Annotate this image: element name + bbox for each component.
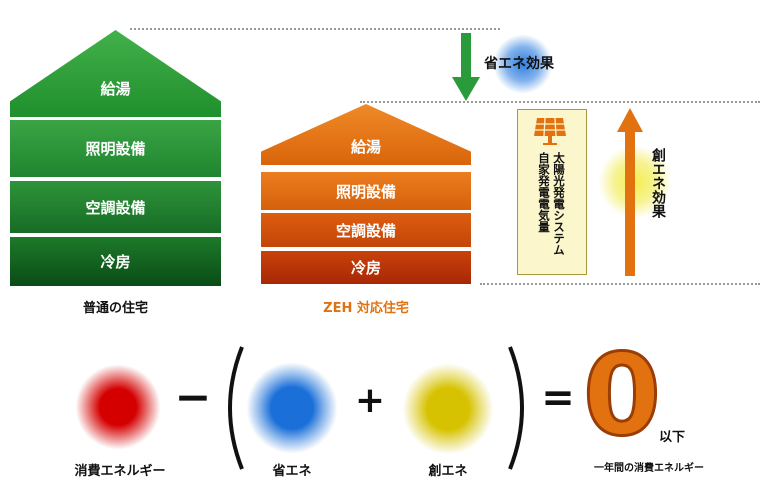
blue-blob: [246, 362, 338, 454]
top-dotted-line: [130, 28, 500, 30]
bottom-dotted-line: [480, 283, 760, 285]
solar-system-label: 太陽光発電システム: [552, 152, 566, 256]
ordinary-house-caption: 普通の住宅: [82, 301, 148, 316]
zeh-house-caption: ZEH 対応住宅: [323, 301, 409, 316]
plus-sign: +: [354, 380, 386, 421]
zeh-house-row-hot-water: 給湯: [350, 137, 381, 156]
saving-effect-arrow: [452, 33, 480, 101]
annual-energy-label: 一年間の消費エネルギー: [594, 463, 704, 474]
zeh-house-row-lighting: 照明設備: [261, 172, 471, 210]
open-parenthesis: [228, 346, 244, 470]
yellow-blob: [402, 363, 494, 455]
minus-sign: −: [174, 372, 212, 423]
ordinary-house-row-lighting: 照明設備: [10, 120, 221, 177]
zeh-house-row-cooling: 冷房: [261, 251, 471, 284]
middle-dotted-line: [360, 101, 760, 103]
zeh-house-row-air-conditioning: 空調設備: [261, 213, 471, 247]
saving-effect-label: 省エネ効果: [484, 56, 554, 72]
creation-effect-label: 創エネ効果: [650, 148, 666, 218]
ordinary-house-row-air-conditioning: 空調設備: [10, 181, 221, 233]
energy-creation-label: 創エネ: [428, 464, 468, 479]
ordinary-house-row-cooling: 冷房: [10, 237, 221, 286]
ordinary-house-row-hot-water: 給湯: [100, 79, 131, 98]
red-blob: [75, 364, 161, 450]
equals-sign: =: [541, 375, 575, 421]
or-less-label: 以下: [659, 430, 686, 445]
close-parenthesis: [508, 346, 524, 470]
creation-effect-arrow: [617, 108, 643, 276]
zero-result: 0: [582, 331, 663, 461]
blue-glow-blob: [493, 34, 553, 94]
self-generated-power-label: 自家発電電気量: [537, 152, 551, 233]
energy-saving-label: 省エネ: [272, 464, 312, 479]
consumed-energy-label: 消費エネルギー: [74, 464, 166, 479]
solar-panel-icon: [534, 117, 566, 145]
